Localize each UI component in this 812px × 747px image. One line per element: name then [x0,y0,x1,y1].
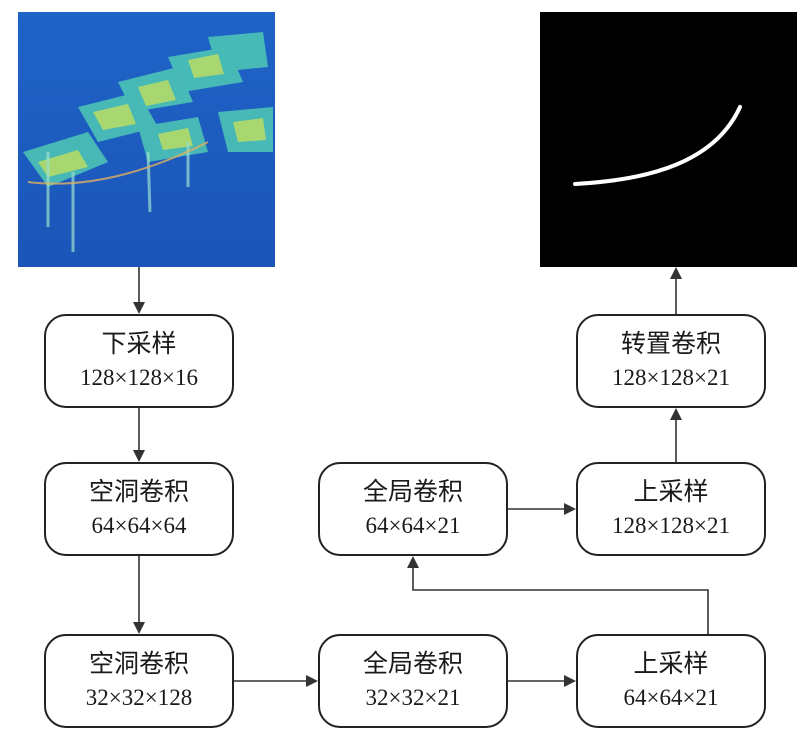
dilated-conv-1-dims: 64×64×64 [91,513,187,538]
downsample-dims: 128×128×16 [80,365,198,390]
output-image [540,12,797,267]
global-conv-2-title: 全局卷积 [362,477,463,506]
arrow-upsample1-to-global2 [407,556,709,634]
downsample-box: 下采样 128×128×16 [44,314,234,408]
global-conv-1-dims: 32×32×21 [365,685,461,710]
downsample-title: 下采样 [101,329,177,358]
transpose-conv-box: 转置卷积 128×128×21 [576,314,766,408]
global-conv-2-box: 全局卷积 64×64×21 [318,462,508,556]
dilated-conv-2-title: 空洞卷积 [88,649,189,678]
transpose-conv-title: 转置卷积 [620,329,721,358]
dilated-conv-1-title: 空洞卷积 [88,477,189,506]
dilated-conv-1-box: 空洞卷积 64×64×64 [44,462,234,556]
upsample-1-dims: 64×64×21 [623,685,719,710]
transpose-conv-dims: 128×128×21 [612,365,730,390]
upsample-2-dims: 128×128×21 [612,513,730,538]
global-conv-2-dims: 64×64×21 [365,513,461,538]
input-image [18,12,275,267]
upsample-1-title: 上采样 [633,649,709,678]
upsample-1-box: 上采样 64×64×21 [576,634,766,728]
upsample-2-box: 上采样 128×128×21 [576,462,766,556]
global-conv-1-box: 全局卷积 32×32×21 [318,634,508,728]
dilated-conv-2-dims: 32×32×128 [85,685,193,710]
upsample-2-title: 上采样 [633,477,709,506]
global-conv-1-title: 全局卷积 [362,649,463,678]
dilated-conv-2-box: 空洞卷积 32×32×128 [44,634,234,728]
